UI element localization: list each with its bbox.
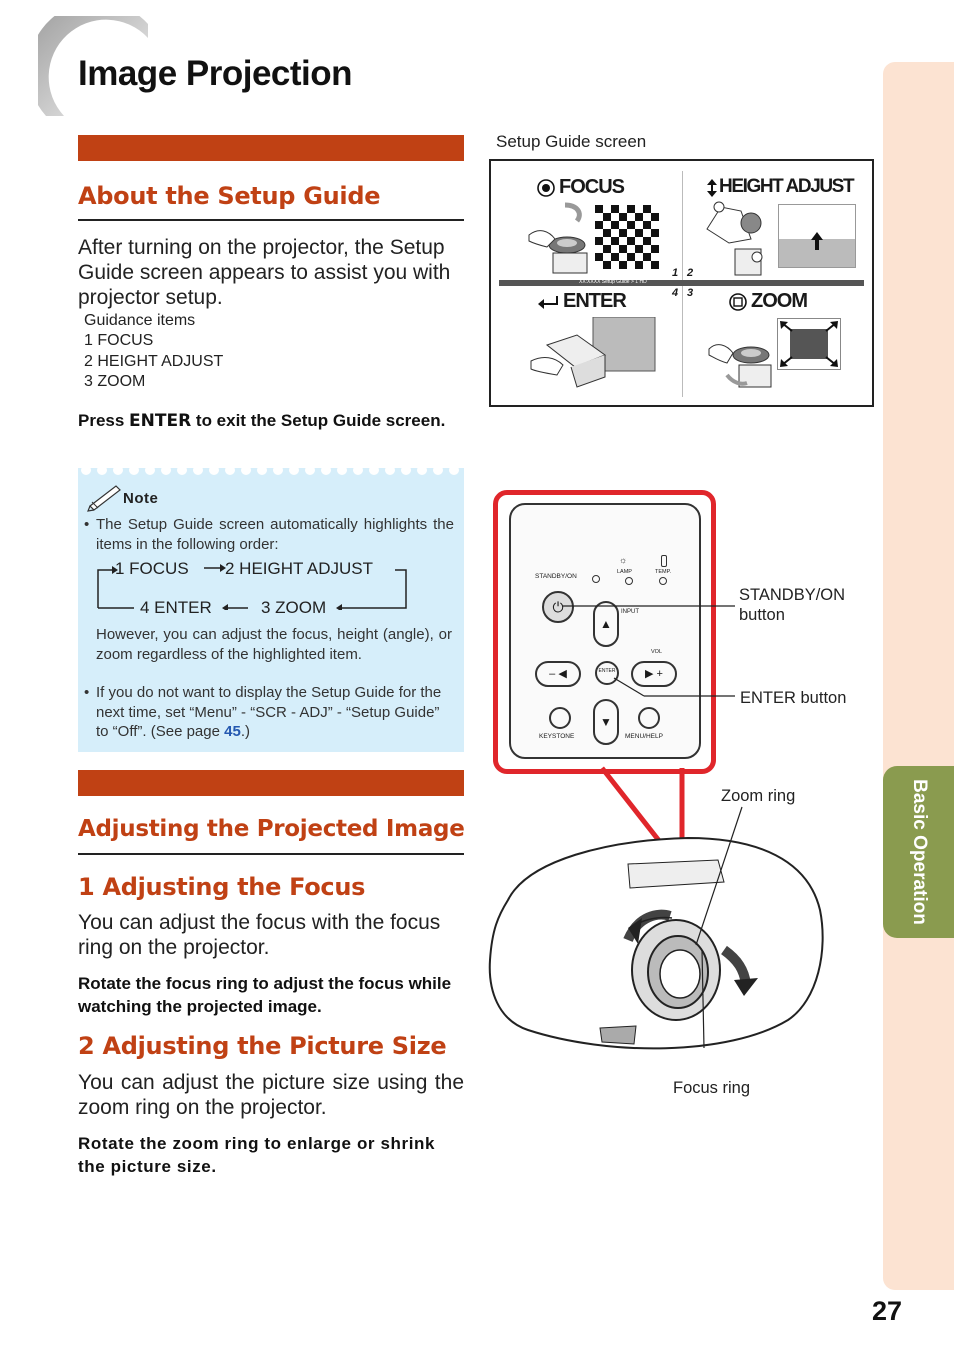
section-rule	[78, 219, 464, 221]
highlight-order-diagram: 1 FOCUS 2 HEIGHT ADJUST 3 ZOOM 4 ENTER	[96, 558, 416, 617]
enter-hand-illustration	[530, 317, 656, 388]
guide-number-4: 4	[672, 287, 679, 299]
note-bullet-2: • If you do not want to display the Setu…	[84, 684, 442, 740]
page-number: 27	[872, 1296, 903, 1326]
guide-number-3: 3	[687, 287, 694, 299]
setup-screen-caption: Setup Guide screen	[496, 132, 647, 151]
standby-label: STANDBY/ON	[535, 573, 577, 580]
guide-number-1: 1	[672, 267, 679, 279]
height-preview-screen	[778, 204, 856, 268]
temp-label: TEMP.	[655, 569, 672, 575]
flow-focus: 1 FOCUS	[115, 559, 189, 578]
side-tab-label: Basic Operation	[908, 779, 930, 925]
side-tab-section	[883, 766, 954, 938]
focus-label: FOCUS	[559, 176, 625, 198]
note-bullet-1: •The Setup Guide screen automatically hi…	[84, 516, 454, 553]
keystone-button[interactable]	[549, 707, 571, 729]
guide-number-2: 2	[687, 267, 694, 279]
note-label: Note	[123, 490, 159, 507]
focus-instruction: Rotate the focus ring to adjust the focu…	[78, 974, 452, 1016]
setup-guide-intro: After turning on the projector, the Setu…	[78, 236, 451, 309]
height-adjust-icon	[707, 179, 717, 197]
pencil-note-icon	[87, 485, 121, 512]
zoom-ring-callout: Zoom ring	[721, 787, 796, 805]
lamp-icon: ☼	[619, 555, 628, 565]
guidance-item: 2 HEIGHT ADJUST	[84, 353, 224, 370]
size-body: You can adjust the picture size using th…	[78, 1071, 464, 1119]
guidance-item: 1 FOCUS	[84, 332, 154, 349]
standby-indicator	[592, 575, 600, 583]
checkerboard-pattern	[595, 205, 659, 269]
menu-help-button[interactable]	[638, 707, 660, 729]
zoom-hand-illustration	[708, 344, 772, 388]
setup-guide-heading: About the Setup Guide	[78, 182, 381, 210]
focus-hand-illustration	[528, 202, 588, 274]
input-label: INPUT	[621, 609, 639, 615]
projector-illustration	[488, 836, 824, 1050]
guidance-item: 3 ZOOM	[84, 373, 146, 390]
focus-ring-callout: Focus ring	[673, 1079, 751, 1097]
control-panel: STANDBY/ON ☼ LAMP TEMP. ⏻ ▲ ▼ – ◀ ▶ + EN…	[509, 503, 701, 759]
press-enter-instruction: Press ENTER to exit the Setup Guide scre…	[78, 411, 446, 431]
enter-key-label: ENTER	[129, 411, 192, 431]
zoom-preview-screen	[777, 318, 841, 370]
volume-down-button[interactable]: – ◀	[535, 661, 581, 687]
enter-button[interactable]: ENTER	[595, 661, 619, 685]
page-45-link[interactable]: 45	[224, 723, 241, 740]
section-rule	[78, 853, 464, 855]
note-box	[78, 468, 464, 752]
flow-height-adjust: 2 HEIGHT ADJUST	[225, 559, 373, 578]
status-strip: XX:XXXX Setup Guide > 1 HD	[499, 279, 864, 286]
panel-leader-lines	[562, 605, 735, 697]
adjusting-heading: Adjusting the Projected Image	[78, 816, 465, 842]
enter-label: ENTER	[563, 290, 627, 312]
temp-icon	[661, 555, 667, 567]
volume-up-button[interactable]: ▶ +	[631, 661, 677, 687]
focus-body: You can adjust the focus with the focus …	[78, 911, 441, 959]
standby-callout: STANDBY/ON button	[739, 586, 846, 624]
flow-enter: 4 ENTER	[140, 598, 212, 617]
zoom-arrows-icon	[780, 321, 838, 367]
size-instruction: Rotate the zoom ring to enlarge or shrin…	[78, 1134, 436, 1176]
enter-callout: ENTER button	[740, 689, 847, 707]
focus-icon	[537, 179, 555, 197]
menu-help-label: MENU/HELP	[625, 733, 663, 740]
up-arrow-icon	[811, 232, 823, 250]
title-arc-decoration	[38, 16, 148, 116]
vol-label: VOL	[651, 649, 663, 655]
zoom-label: ZOOM	[751, 290, 808, 312]
section-bar	[78, 135, 464, 161]
note-scallop-edge	[78, 466, 464, 480]
focus-heading: 1 Adjusting the Focus	[78, 873, 366, 901]
enter-icon	[538, 296, 558, 309]
down-button[interactable]: ▼	[593, 699, 619, 745]
flow-zoom: 3 ZOOM	[261, 598, 327, 617]
height-adjust-label: HEIGHT ADJUST	[719, 176, 855, 197]
section-bar	[78, 770, 464, 796]
temp-indicator	[659, 577, 667, 585]
order-flow-arrows	[97, 564, 407, 610]
page-title: Image Projection	[78, 54, 353, 93]
setup-guide-screen: FOCUS HEIGHT ADJUST	[489, 159, 874, 407]
note-after-flow: However, you can adjust the focus, heigh…	[96, 626, 452, 663]
guidance-title: Guidance items	[84, 312, 196, 329]
lamp-label: LAMP	[617, 569, 632, 575]
up-button[interactable]: ▲	[593, 601, 619, 647]
standby-button[interactable]: ⏻	[542, 591, 574, 623]
size-heading: 2 Adjusting the Picture Size	[78, 1032, 447, 1060]
height-adjust-illustration	[706, 201, 763, 276]
keystone-label: KEYSTONE	[539, 733, 575, 740]
zoom-icon	[729, 293, 747, 311]
side-tab-background	[883, 62, 954, 1290]
lamp-indicator	[625, 577, 633, 585]
ring-leader-lines	[695, 806, 743, 1049]
